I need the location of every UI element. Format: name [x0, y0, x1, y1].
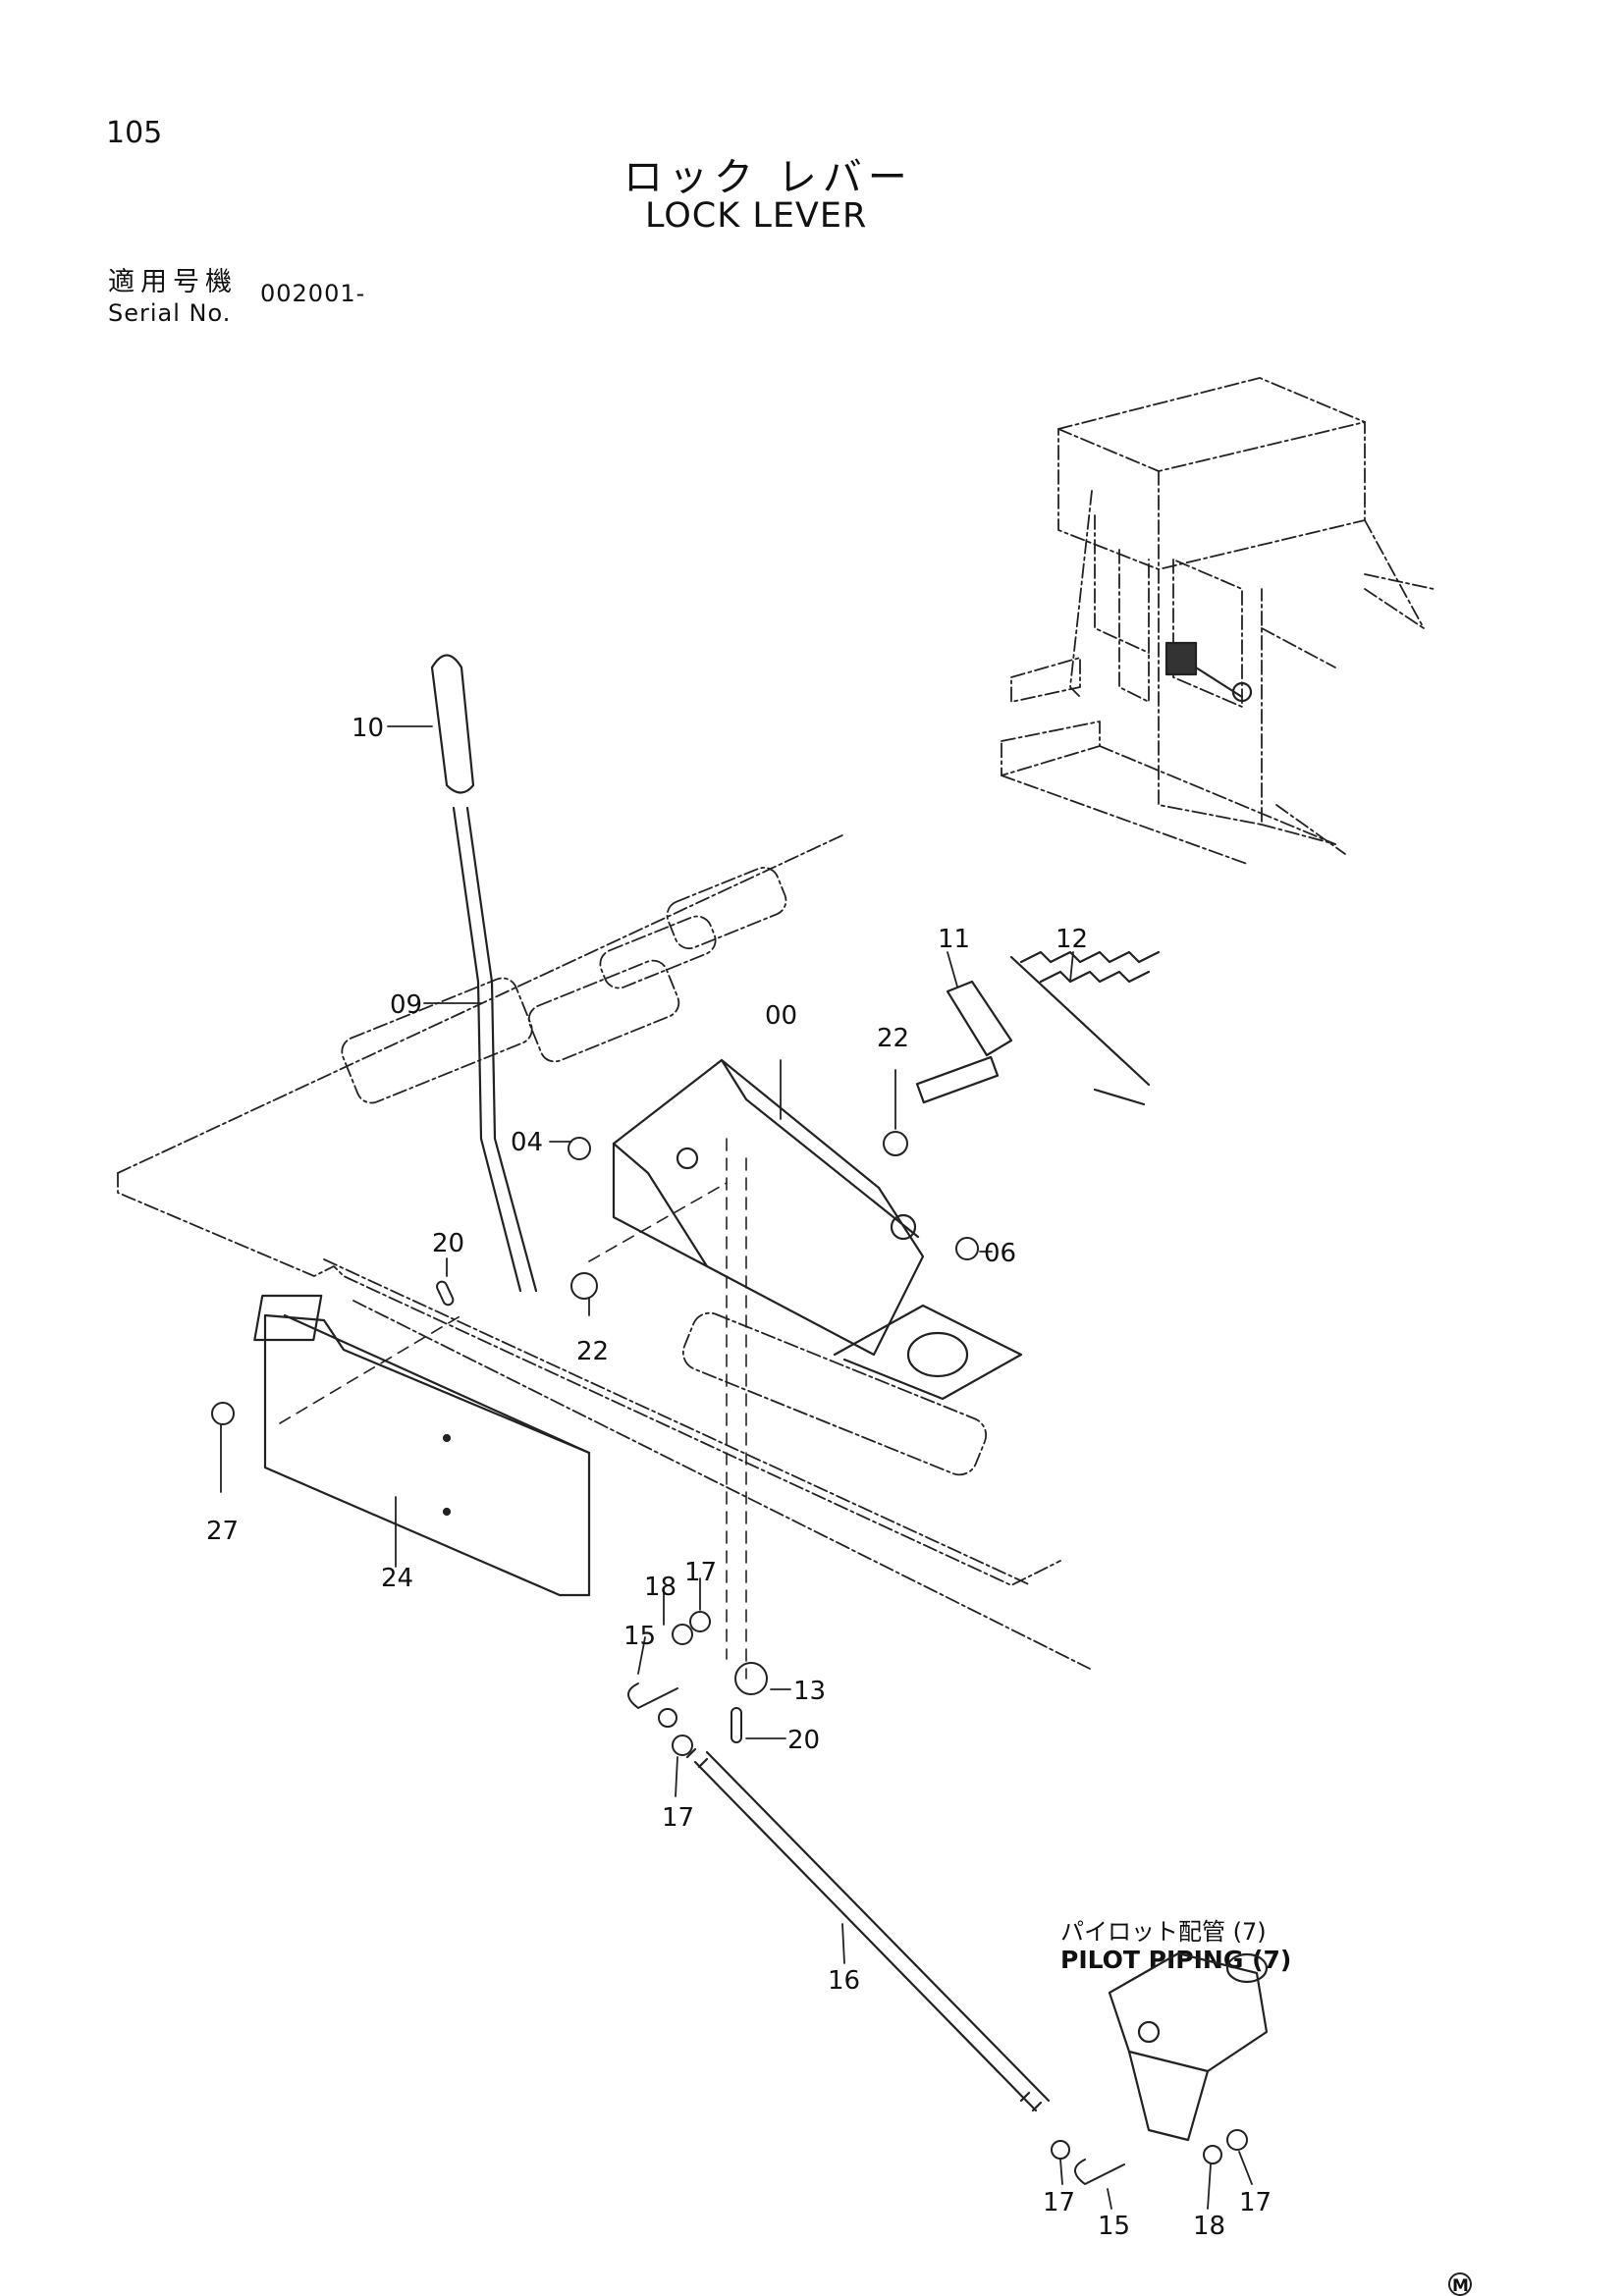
callout-22-lower: 22 [576, 1337, 609, 1366]
lever-plate [915, 980, 1013, 1104]
serial-value: 002001- [260, 280, 366, 307]
callout-27: 27 [206, 1517, 239, 1546]
lock-lever-rod [253, 806, 538, 1342]
callout-12: 12 [1056, 925, 1088, 954]
serial-label-japanese: 適用号機 [108, 267, 238, 297]
callout-04: 04 [511, 1128, 543, 1157]
return-spring [1009, 950, 1161, 1106]
page-title: LOCK LEVER [645, 196, 868, 236]
callout-11: 11 [938, 925, 970, 954]
callout-17-mid: 17 [662, 1803, 694, 1833]
machine-cab-illustration [1001, 377, 1435, 865]
callout-17-lower-left: 17 [1043, 2188, 1075, 2217]
callout-20-upper: 20 [432, 1229, 464, 1258]
linkage-rod [685, 1747, 1051, 2112]
pilot-valve-illustration [1108, 1951, 1269, 2142]
callout-18-left: 18 [644, 1573, 677, 1602]
callout-labels: 10 09 00 22 11 12 04 06 20 22 27 24 18 1… [206, 714, 1272, 2241]
pilot-piping-reference: PILOT PIPING (7) [1060, 1946, 1292, 1974]
page-title-japanese: ロック レバー [623, 155, 913, 200]
serial-label: Serial No. [108, 299, 232, 327]
callout-16: 16 [828, 1966, 860, 1996]
callout-17-lower-right: 17 [1239, 2188, 1272, 2217]
lock-lever-bracket [612, 1058, 1023, 1401]
callout-15-right: 15 [1098, 2212, 1130, 2241]
callout-10: 10 [352, 714, 384, 743]
callout-17-top: 17 [684, 1558, 717, 1587]
callout-00: 00 [765, 1001, 797, 1031]
lever-grip [430, 654, 475, 794]
page-number: 105 [106, 116, 163, 150]
floor-plate [117, 833, 1091, 1670]
callout-13: 13 [793, 1677, 826, 1706]
callout-09: 09 [390, 990, 422, 1020]
callout-24: 24 [381, 1564, 413, 1593]
fasteners [211, 1131, 1248, 2185]
callout-20-lower: 20 [787, 1726, 820, 1755]
callout-22-top: 22 [877, 1024, 909, 1053]
assembly-guide-lines [279, 1138, 747, 1680]
callout-06: 06 [984, 1239, 1016, 1268]
callout-18-right: 18 [1193, 2212, 1225, 2241]
callout-leaders [220, 725, 1253, 2210]
lock-lever-location-marker [1164, 641, 1253, 703]
callout-15-left: 15 [623, 1622, 656, 1651]
pilot-piping-reference-japanese: パイロット配管 (7) [1060, 1918, 1267, 1946]
cover-plate [263, 1313, 591, 1597]
mark-letter: M [1452, 2276, 1469, 2296]
circled-m-mark: M [1448, 2272, 1472, 2296]
